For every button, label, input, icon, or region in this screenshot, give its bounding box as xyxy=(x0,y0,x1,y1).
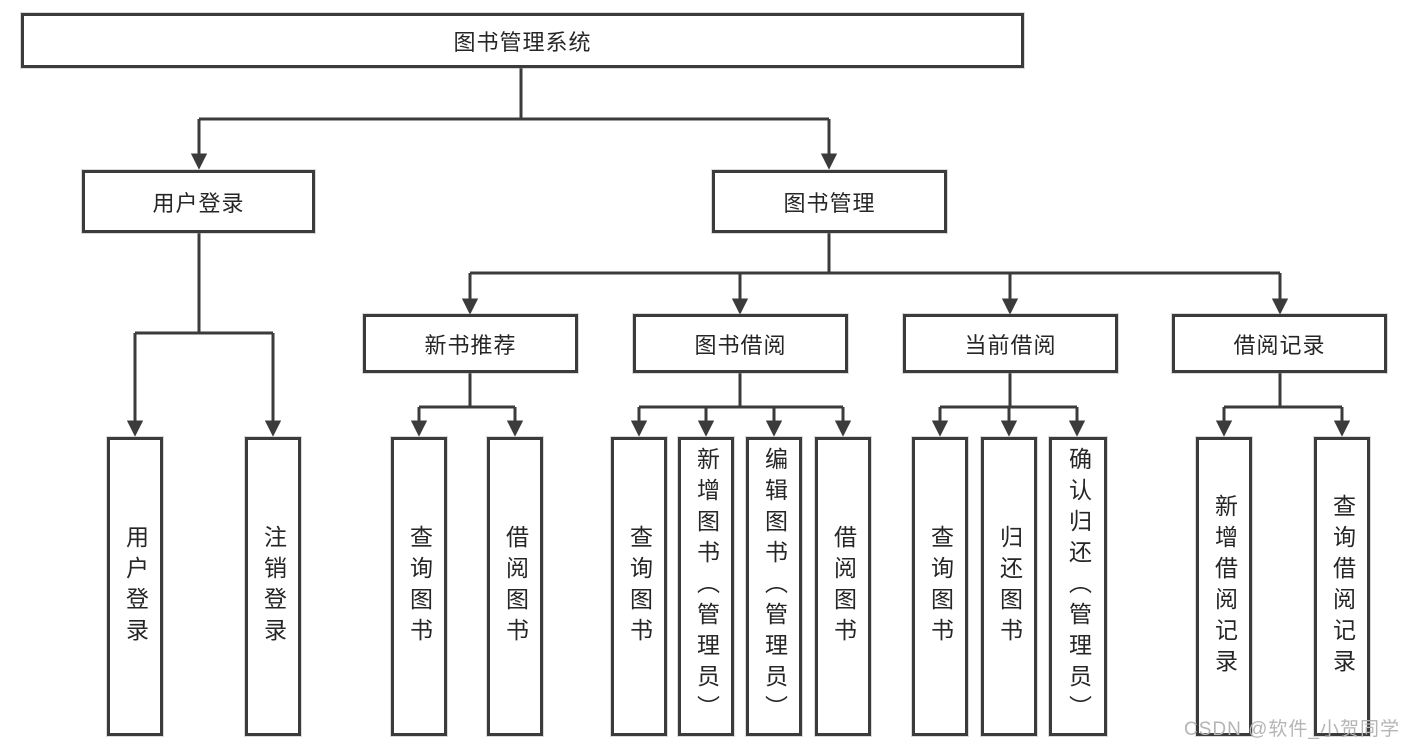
leaf-logout: 注销登录 xyxy=(245,437,301,736)
leaf-borrow-books-recommend-label: 借阅图书 xyxy=(502,524,529,649)
leaf-edit-books-admin: 编辑图书（管理员） xyxy=(746,437,802,736)
node-user-login: 用户登录 xyxy=(82,170,315,233)
node-book-borrowing-label: 图书借阅 xyxy=(694,332,787,358)
node-new-book-recommend-label: 新书推荐 xyxy=(424,332,517,358)
node-new-book-recommend: 新书推荐 xyxy=(363,314,578,373)
leaf-query-books-current: 查询图书 xyxy=(912,437,968,736)
leaf-query-books-borrowing-label: 查询图书 xyxy=(626,524,653,649)
node-borrowing-records: 借阅记录 xyxy=(1172,314,1387,373)
leaf-return-books: 归还图书 xyxy=(981,437,1037,736)
leaf-logout-label: 注销登录 xyxy=(260,524,287,649)
leaf-query-books-current-label: 查询图书 xyxy=(927,524,954,649)
leaf-add-borrow-record: 新增借阅记录 xyxy=(1196,437,1252,736)
leaf-user-login-label: 用户登录 xyxy=(122,524,149,649)
leaf-query-books-recommend: 查询图书 xyxy=(391,437,447,736)
leaf-query-books-borrowing: 查询图书 xyxy=(611,437,667,736)
leaf-add-borrow-record-label: 新增借阅记录 xyxy=(1211,493,1238,680)
node-book-borrowing: 图书借阅 xyxy=(633,314,848,373)
leaf-borrow-books-label: 借阅图书 xyxy=(830,524,857,649)
node-current-borrowing-label: 当前借阅 xyxy=(964,332,1057,358)
node-current-borrowing: 当前借阅 xyxy=(903,314,1118,373)
leaf-confirm-return-admin-label: 确认归还（管理员） xyxy=(1065,447,1092,726)
leaf-query-borrow-record-label: 查询借阅记录 xyxy=(1329,493,1356,680)
leaf-edit-books-admin-label: 编辑图书（管理员） xyxy=(761,447,788,726)
leaf-query-books-recommend-label: 查询图书 xyxy=(406,524,433,649)
node-root-label: 图书管理系统 xyxy=(453,29,592,55)
leaf-borrow-books: 借阅图书 xyxy=(815,437,871,736)
node-borrowing-records-label: 借阅记录 xyxy=(1233,332,1326,358)
leaf-query-borrow-record: 查询借阅记录 xyxy=(1314,437,1370,736)
leaf-add-books-admin: 新增图书（管理员） xyxy=(678,437,734,736)
leaf-return-books-label: 归还图书 xyxy=(996,524,1023,649)
leaf-borrow-books-recommend: 借阅图书 xyxy=(487,437,543,736)
leaf-add-books-admin-label: 新增图书（管理员） xyxy=(693,447,720,726)
node-book-management: 图书管理 xyxy=(712,170,947,233)
node-user-login-label: 用户登录 xyxy=(152,190,245,216)
leaf-confirm-return-admin: 确认归还（管理员） xyxy=(1049,437,1107,736)
node-book-management-label: 图书管理 xyxy=(783,190,876,216)
leaf-user-login: 用户登录 xyxy=(107,437,163,736)
node-root: 图书管理系统 xyxy=(21,13,1024,68)
csdn-watermark: CSDN @软件_小贺同学 xyxy=(1184,719,1400,740)
